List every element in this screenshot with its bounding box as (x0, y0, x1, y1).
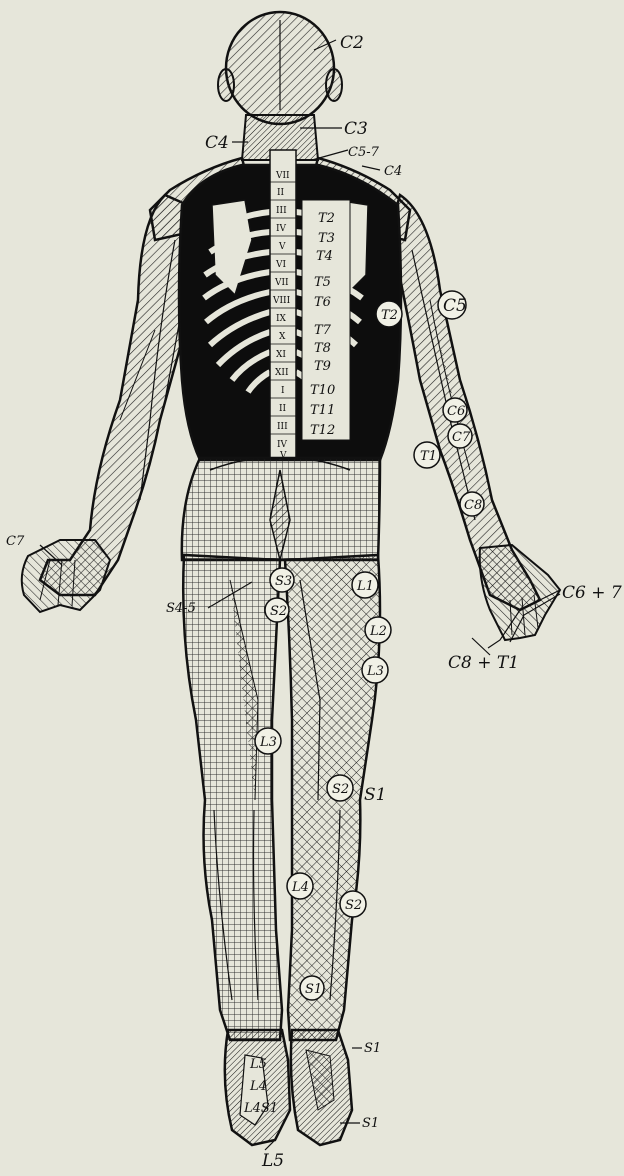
label-t9: T9 (314, 359, 331, 374)
vertebra-t10: X (279, 332, 286, 342)
right-foot (291, 1030, 352, 1145)
label-t11: T11 (310, 403, 335, 418)
head (218, 12, 342, 124)
vertebra-l4: IV (277, 440, 288, 450)
vertebra-t2: II (277, 188, 285, 198)
label-c7-arm: C7 (452, 430, 471, 445)
label-s1-calf: S1 (305, 982, 322, 997)
label-t1: T1 (420, 449, 437, 464)
label-c3: C3 (344, 119, 368, 139)
label-c6: C6 (447, 404, 465, 419)
label-t2-arm: T2 (381, 308, 398, 323)
label-l3-right: L3 (366, 664, 384, 679)
right-hand (480, 545, 560, 640)
pelvis (182, 458, 380, 560)
vertebra-t5: V (278, 242, 286, 252)
label-t5: T5 (314, 275, 331, 290)
label-t4: T4 (316, 249, 333, 264)
label-s2-thigh: S2 (332, 782, 349, 797)
label-c4-left: C4 (205, 133, 229, 153)
label-t3: T3 (318, 231, 335, 246)
vertebra-t12: XII (275, 368, 289, 378)
label-l4s1-foot: L4S1 (243, 1101, 278, 1116)
label-s1-thigh: S1 (364, 785, 386, 805)
label-c5: C5 (443, 296, 467, 316)
spine: VII II III IV V VI VII VIII IX X XI XII … (270, 150, 296, 461)
label-t12: T12 (310, 423, 335, 438)
vertebra-t9: IX (276, 314, 287, 324)
label-t8: T8 (314, 341, 331, 356)
vertebra-t3: III (276, 206, 287, 216)
label-c8-t1: C8 + T1 (448, 653, 519, 673)
left-hand (22, 540, 110, 612)
vertebra-t11: XI (276, 350, 286, 360)
vertebra-t8: VIII (272, 296, 291, 306)
label-l1: L1 (356, 579, 374, 594)
label-s1-foot-bottom: S1 (362, 1116, 379, 1131)
label-t7: T7 (314, 323, 332, 338)
label-l2: L2 (369, 624, 387, 639)
label-t10: T10 (310, 383, 335, 398)
label-s2-buttock: S2 (270, 604, 287, 619)
label-s4-5: S4-5 (166, 601, 196, 616)
vertebra-c7: VII (275, 171, 290, 181)
vertebra-t4: IV (276, 224, 287, 234)
label-t6: T6 (314, 295, 331, 310)
label-l4-foot: L4 (249, 1079, 267, 1094)
label-t2: T2 (318, 211, 335, 226)
label-c5-7: C5-7 (348, 145, 380, 160)
vertebra-l2: II (279, 404, 287, 414)
label-c4-right: C4 (384, 164, 402, 179)
label-c2: C2 (340, 33, 364, 53)
label-l3-left: L3 (259, 735, 277, 750)
label-l4-leg: L4 (291, 880, 309, 895)
label-c8: C8 (464, 498, 482, 513)
label-c6-7: C6 + 7 (562, 583, 622, 603)
label-s2-calf: S2 (345, 898, 362, 913)
vertebra-l3: III (277, 422, 288, 432)
label-c7-hand: C7 (6, 534, 25, 549)
label-s1-foot-top: S1 (364, 1041, 381, 1056)
vertebra-t7: VII (274, 278, 289, 288)
label-s3: S3 (275, 574, 292, 589)
label-l5-foot: L5 (249, 1057, 267, 1072)
label-l5-bottom: L5 (261, 1151, 284, 1171)
vertebra-l1: I (281, 386, 285, 396)
vertebra-t6: VI (275, 260, 286, 270)
left-leg (183, 555, 282, 1040)
